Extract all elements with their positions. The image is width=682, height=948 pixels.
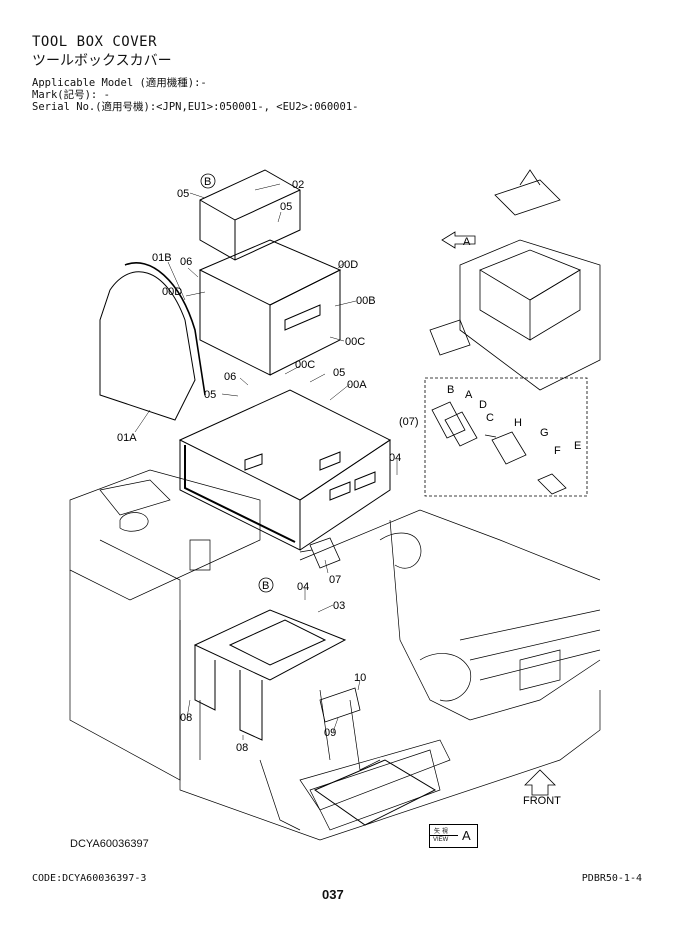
callout-00A: 00A: [347, 379, 367, 391]
callout-00B: 00B: [356, 295, 376, 307]
front-label: FRONT: [523, 795, 561, 807]
view-a-arrow: [441, 231, 476, 249]
callout-01B: 01B: [152, 252, 172, 264]
page-number: 037: [322, 887, 344, 902]
callout-B: B: [262, 580, 269, 592]
footer-reference: PDBR50-1-4: [581, 873, 642, 884]
work-lamp: [299, 537, 341, 569]
toolbox-main-body: [178, 389, 391, 551]
callout-04: 04: [389, 452, 401, 464]
callout-00D: 00D: [338, 259, 358, 271]
callout-05: 05: [333, 367, 345, 379]
callout-07-detail: (07): [399, 416, 419, 428]
detail-label-E: E: [574, 440, 581, 452]
callout-B: B: [204, 176, 211, 188]
detail-label-C: C: [486, 412, 494, 424]
callout-09: 09: [324, 727, 336, 739]
toolbox-upper-box: [198, 239, 342, 376]
view-label: VIEW: [433, 837, 449, 843]
lamp-detail: [431, 401, 567, 495]
view-kanji: 矢 視: [434, 828, 448, 835]
callout-view-a: A: [463, 236, 471, 248]
leader-lines: [134, 183, 398, 740]
callout-00C: 00C: [345, 336, 365, 348]
inset-view-a: [429, 169, 601, 391]
callout-00C: 00C: [295, 359, 315, 371]
detail-label-H: H: [514, 417, 522, 429]
callout-05: 05: [204, 389, 216, 401]
detail-label-F: F: [554, 445, 561, 457]
detail-label-B: B: [447, 384, 454, 396]
plate: [319, 687, 361, 723]
callout-08: 08: [236, 742, 248, 754]
drawing-number: DCYA60036397: [70, 838, 149, 850]
step-plate: [313, 759, 437, 826]
view-a-box: 矢 視 VIEW A: [429, 824, 478, 848]
callout-06: 06: [180, 256, 192, 268]
callout-03: 03: [333, 600, 345, 612]
callout-01A: 01A: [117, 432, 137, 444]
mark-field: Mark(記号): -: [32, 89, 110, 101]
view-letter: A: [462, 828, 471, 843]
machine-frame-drawing: [69, 469, 601, 841]
callout-00D: 00D: [162, 286, 182, 298]
callout-08: 08: [180, 712, 192, 724]
footer-code: CODE:DCYA60036397-3: [32, 873, 147, 884]
front-arrow: [524, 769, 556, 796]
callout-04: 04: [297, 581, 309, 593]
mounting-bracket: [193, 609, 347, 741]
callout-02: 02: [292, 179, 304, 191]
page-title: TOOL BOX COVER: [32, 34, 158, 50]
callout-06: 06: [224, 371, 236, 383]
callout-07: 07: [329, 574, 341, 586]
detail-box-07: [424, 377, 588, 497]
callout-05: 05: [177, 188, 189, 200]
toolbox-lid: [199, 169, 301, 261]
serial-number: Serial No.(適用号機):<JPN,EU1>:050001-, <EU2…: [32, 101, 359, 113]
detail-label-A: A: [465, 389, 473, 401]
callout-05: 05: [280, 201, 292, 213]
detail-label-G: G: [540, 427, 549, 439]
detail-label-D: D: [479, 399, 487, 411]
page-title-japanese: ツールボックスカバー: [32, 53, 172, 69]
callout-10: 10: [354, 672, 366, 684]
applicable-model: Applicable Model (適用機種):-: [32, 77, 207, 89]
side-cover: [99, 262, 206, 421]
